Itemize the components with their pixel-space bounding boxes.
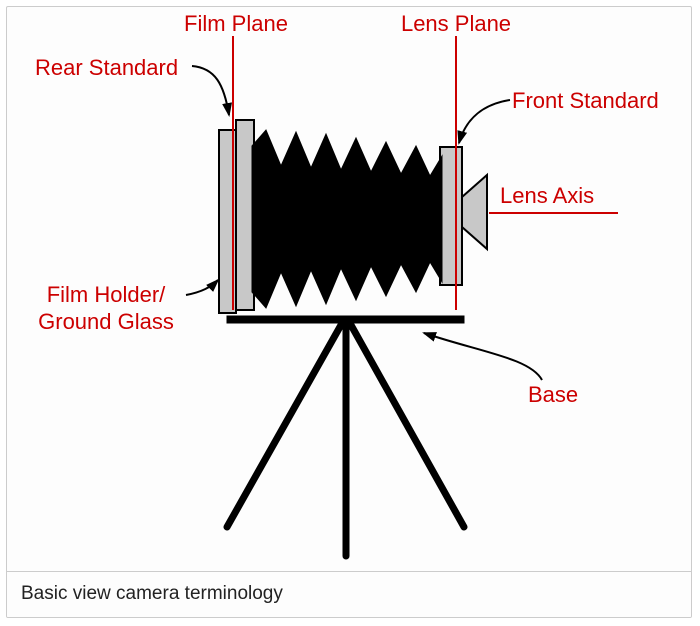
bellows-shape bbox=[251, 129, 443, 309]
rear-standard-shape bbox=[235, 119, 255, 311]
rear-standard-arrow bbox=[191, 65, 233, 117]
film-holder-label: Film Holder/ Ground Glass bbox=[11, 281, 201, 335]
base-arrow bbox=[422, 332, 543, 381]
rear-standard-label: Rear Standard bbox=[35, 55, 179, 80]
lens-axis-label: Lens Axis bbox=[500, 183, 595, 208]
front-standard-arrow bbox=[457, 99, 511, 145]
film-holder-label-line2: Ground Glass bbox=[38, 309, 174, 334]
tripod-leg-left bbox=[223, 321, 345, 531]
figure-caption: Basic view camera terminology bbox=[7, 571, 691, 617]
front-standard-label: Front Standard bbox=[512, 88, 659, 113]
film-holder-label-line1: Film Holder/ bbox=[46, 282, 166, 307]
lens-plane-label: Lens Plane bbox=[400, 11, 512, 36]
lens-cone-shape bbox=[461, 172, 488, 252]
figure-box: Film Plane Lens Plane Rear Standard Fron… bbox=[6, 6, 692, 618]
camera-diagram: Film Plane Lens Plane Rear Standard Fron… bbox=[7, 7, 691, 571]
tripod-leg-right bbox=[347, 321, 468, 531]
camera-diagram-svg bbox=[185, 36, 618, 560]
base-label: Base bbox=[528, 382, 579, 407]
film-plane-label: Film Plane bbox=[184, 11, 288, 36]
film-holder-arrow bbox=[185, 278, 220, 296]
front-standard-shape bbox=[439, 146, 463, 286]
